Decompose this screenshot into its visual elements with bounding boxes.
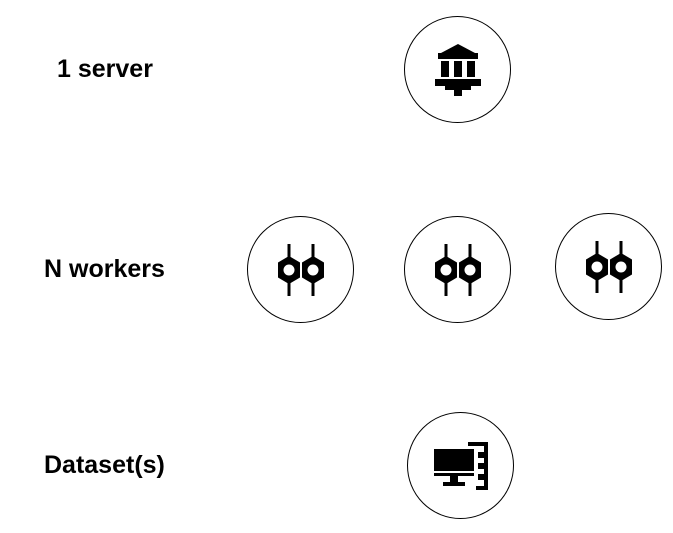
worker-node <box>555 213 662 320</box>
datasets-row-label: Dataset(s) <box>44 451 165 479</box>
worker-nodes-icon <box>434 243 481 296</box>
dataset-computer-icon <box>433 441 488 490</box>
worker-nodes-icon <box>277 243 324 296</box>
server-node <box>404 16 511 123</box>
worker-nodes-icon <box>585 240 632 293</box>
worker-node <box>404 216 511 323</box>
dataset-node <box>407 412 514 519</box>
worker-node <box>247 216 354 323</box>
workers-row-label: N workers <box>44 255 165 283</box>
server-row-label: 1 server <box>57 55 153 83</box>
server-building-icon <box>434 43 481 96</box>
